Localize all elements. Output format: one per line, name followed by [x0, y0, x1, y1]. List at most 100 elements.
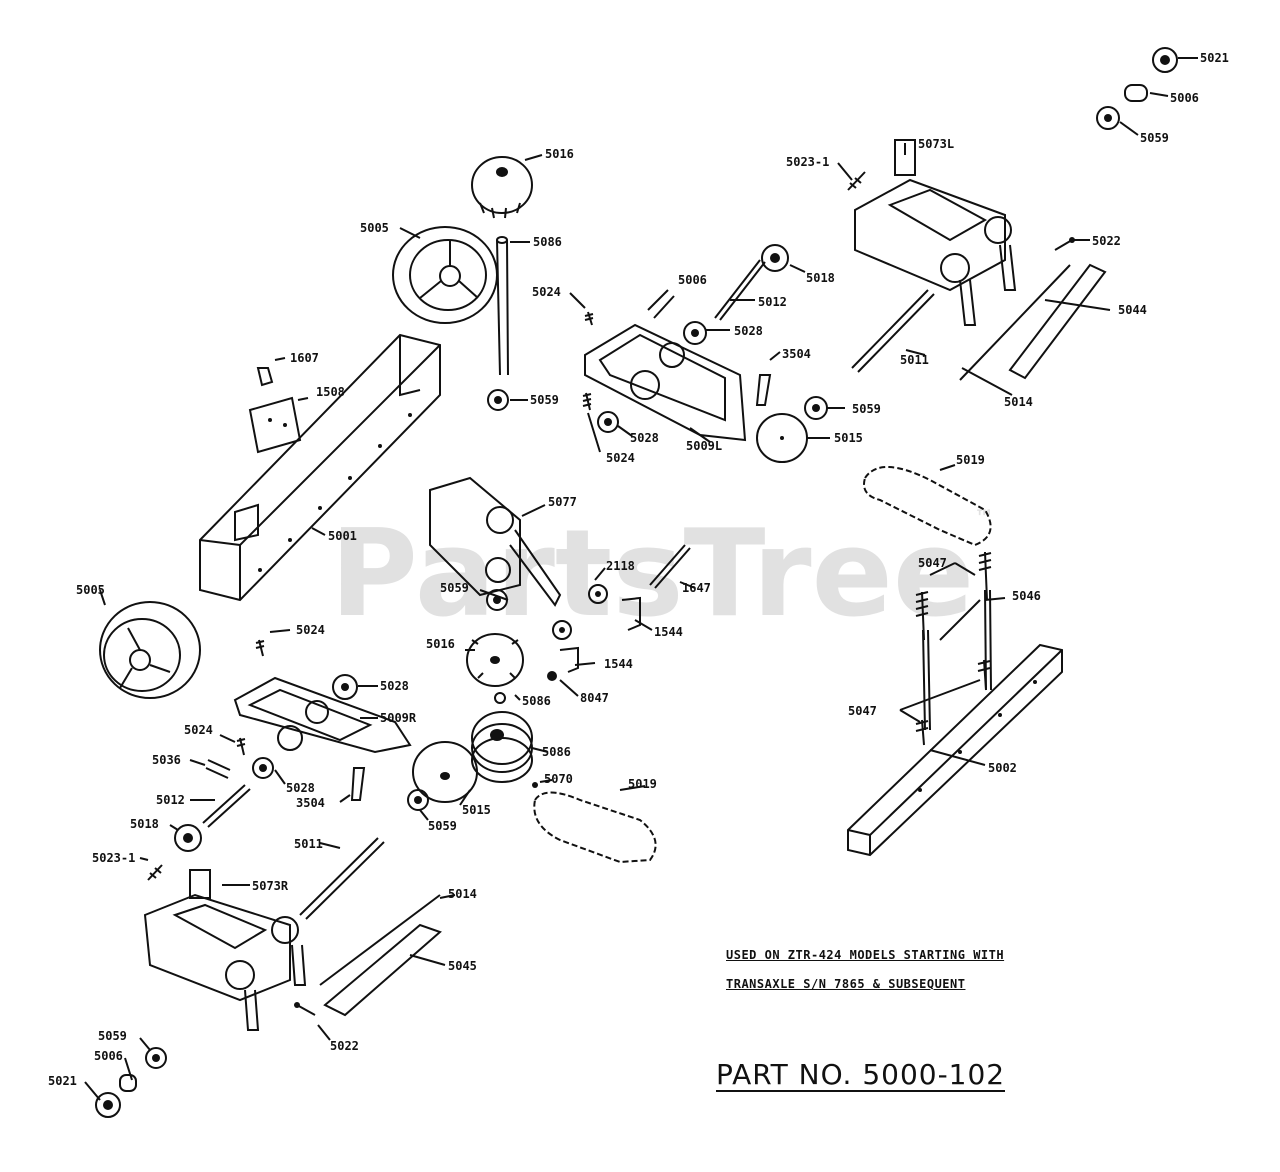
label-5023-1-lower: 5023-1 — [92, 851, 136, 865]
gear-5018-lower — [174, 824, 202, 852]
disc-5015-center — [412, 741, 478, 803]
label-5012-lower: 5012 — [156, 793, 185, 807]
frame-rail-5001 — [199, 333, 441, 602]
bar-5044 — [1008, 263, 1107, 380]
label-5022-top: 5022 — [1092, 234, 1121, 248]
bolt-5022-lower — [294, 1002, 316, 1016]
label-5059-bottom: 5059 — [98, 1029, 127, 1043]
gear-5018-top — [761, 244, 789, 272]
washer-5028-center — [552, 620, 572, 640]
label-5024-lower: 5024 — [184, 723, 213, 737]
lever-3504-lower — [350, 767, 366, 801]
label-5036: 5036 — [152, 753, 181, 767]
springs-5047-bottom — [915, 659, 991, 746]
label-5070: 5070 — [544, 772, 573, 786]
spring-5024-top — [584, 311, 594, 326]
bracket-1607 — [256, 367, 274, 387]
pin-5012-top — [714, 259, 766, 321]
wheel-5016-top — [471, 156, 533, 219]
label-5028-mid: 5028 — [630, 431, 659, 445]
pulley-5005-top — [392, 226, 498, 324]
mount-5073R — [143, 869, 307, 1031]
clip-1544-b — [559, 646, 579, 673]
label-5028-lower: 5028 — [286, 781, 315, 795]
label-5001: 5001 — [328, 529, 357, 543]
chain-5019-bottom — [533, 791, 657, 864]
key-5070 — [532, 782, 538, 788]
nut-5059-bottom — [145, 1047, 167, 1069]
label-5006-mid: 5006 — [678, 273, 707, 287]
label-5018-top: 5018 — [806, 271, 835, 285]
bracket-5077 — [429, 476, 562, 607]
bushing-5006-top — [1124, 84, 1148, 102]
label-5044: 5044 — [1118, 303, 1147, 317]
label-5011-top: 5011 — [900, 353, 929, 367]
label-5086-top: 5086 — [533, 235, 562, 249]
label-5024-mid: 5024 — [606, 451, 635, 465]
gear-housing-5009R — [233, 676, 412, 754]
label-3504-top: 3504 — [782, 347, 811, 361]
springs-5047-top — [915, 551, 992, 641]
label-5019-bottom: 5019 — [628, 777, 657, 791]
label-8047: 8047 — [580, 691, 609, 705]
washer-5021-top — [1152, 47, 1178, 73]
label-1607: 1607 — [290, 351, 319, 365]
label-5047-bottom: 5047 — [848, 704, 877, 718]
plate-1508 — [248, 396, 302, 454]
label-5059-mid: 5059 — [530, 393, 559, 407]
label-5059-center: 5059 — [440, 581, 469, 595]
label-5012-top: 5012 — [758, 295, 787, 309]
label-5045: 5045 — [448, 959, 477, 973]
label-5014-lower: 5014 — [448, 887, 477, 901]
rod-5014-top — [959, 264, 1071, 381]
part-number: PART NO. 5000-102 — [716, 1058, 1006, 1092]
rod-5014-lower — [319, 894, 441, 986]
label-3504-lower: 3504 — [296, 796, 325, 810]
label-5002: 5002 — [988, 761, 1017, 775]
label-5011-lower: 5011 — [294, 837, 323, 851]
label-5022-lower: 5022 — [330, 1039, 359, 1053]
label-5019-top: 5019 — [956, 453, 985, 467]
label-5059-right: 5059 — [852, 402, 881, 416]
label-5059-lower: 5059 — [428, 819, 457, 833]
washer-5028-top — [683, 321, 707, 345]
bushing-5006-bottom — [119, 1074, 137, 1092]
label-5014-top: 5014 — [1004, 395, 1033, 409]
label-1544-b: 1544 — [604, 657, 633, 671]
bar-5045 — [323, 923, 442, 1017]
spring-5024-mid — [582, 392, 592, 411]
chain-5019-top — [863, 466, 992, 547]
washer-5028-left — [332, 674, 358, 700]
label-5023-1-top: 5023-1 — [786, 155, 830, 169]
label-5018-lower: 5018 — [130, 817, 159, 831]
label-5009L: 5009L — [686, 439, 723, 453]
pins-5036-top — [647, 289, 675, 319]
leader-lines — [84, 57, 1198, 1101]
nut-5059-right — [804, 396, 828, 420]
label-1544-a: 1544 — [654, 625, 683, 639]
pin-8047 — [547, 671, 557, 681]
gear-housing-5009L — [584, 323, 747, 442]
label-5015-center: 5015 — [462, 803, 491, 817]
disc-5015-top — [756, 413, 808, 463]
rods-5046 — [922, 589, 992, 731]
mount-5073L — [854, 139, 1017, 326]
label-5016-center: 5016 — [426, 637, 455, 651]
label-5016-top: 5016 — [545, 147, 574, 161]
spring-5023-1-top — [847, 171, 866, 191]
shaft-5086-top — [496, 236, 509, 376]
crossbar-5002 — [847, 643, 1063, 857]
bolt-1647 — [649, 544, 691, 589]
clip-1544-a — [621, 596, 641, 631]
wheel-5016-center — [466, 633, 524, 687]
washer-5028-lower — [252, 757, 274, 779]
spring-5024-left — [255, 639, 265, 657]
label-5073R: 5073R — [252, 879, 289, 893]
nut-5059-mid — [487, 389, 509, 411]
label-5059-top: 5059 — [1140, 131, 1169, 145]
label-5086-lower: 5086 — [542, 745, 571, 759]
usage-note-line2: TRANSAXLE S/N 7865 & SUBSEQUENT — [726, 977, 966, 991]
label-1508: 1508 — [316, 385, 345, 399]
